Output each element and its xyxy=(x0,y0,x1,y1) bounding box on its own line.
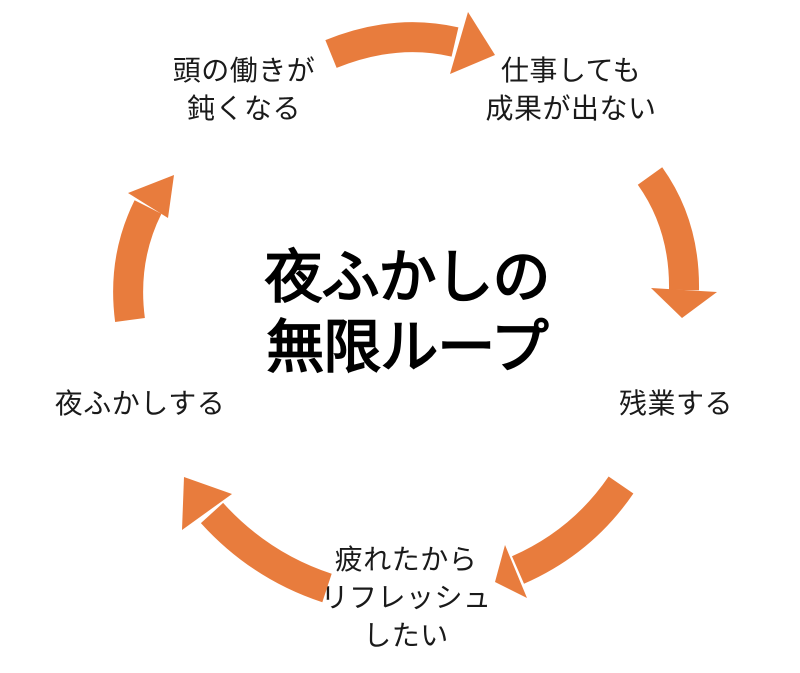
node-line: 成果が出ない xyxy=(485,93,657,124)
arrow-body xyxy=(637,167,700,291)
node-line: リフレッシュ xyxy=(320,582,492,613)
node-line: 仕事しても xyxy=(500,55,642,86)
node-line: したい xyxy=(363,620,449,651)
cycle-node-want-to-refresh: 疲れたから リフレッシュ したい xyxy=(286,541,526,655)
arrow-body xyxy=(511,476,634,584)
diagram-title: 夜ふかしの 無限ループ xyxy=(246,243,568,383)
node-line: 残業する xyxy=(618,388,733,419)
cycle-node-work-overtime: 残業する xyxy=(556,385,796,423)
curved-arrow-right xyxy=(637,167,717,318)
curved-arrow-left xyxy=(113,175,174,322)
node-line: 頭の働きが xyxy=(172,55,316,86)
node-line: 疲れたから xyxy=(334,544,478,575)
node-line: 夜ふかしする xyxy=(54,388,226,419)
cycle-node-work-no-results: 仕事しても 成果が出ない xyxy=(451,52,691,128)
arrow-body xyxy=(113,200,162,322)
cycle-node-brain-gets-dull: 頭の働きが 鈍くなる xyxy=(124,52,364,128)
node-line: 鈍くなる xyxy=(186,93,301,124)
arrow-head xyxy=(651,288,717,318)
cycle-node-stay-up-late: 夜ふかしする xyxy=(20,385,260,423)
arrow-head xyxy=(182,477,232,530)
diagram-title-line-2: 無限ループ xyxy=(266,315,549,380)
arrow-head xyxy=(128,175,174,218)
diagram-title-line-1: 夜ふかしの xyxy=(264,245,550,310)
